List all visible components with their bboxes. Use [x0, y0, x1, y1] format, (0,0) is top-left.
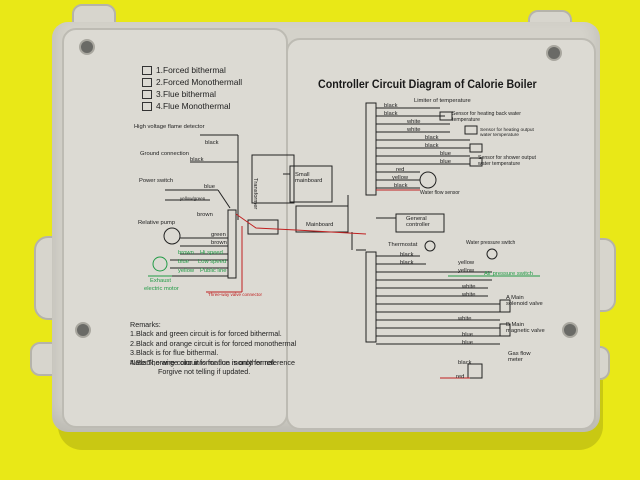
wire-label: yellow [458, 260, 475, 266]
wire-label: green [211, 232, 226, 238]
remarks-heading: Remarks: [130, 320, 161, 329]
wire-label: yellow/green [180, 196, 206, 201]
note: Note:The wire color information is only … [130, 358, 295, 377]
checkbox-icon [142, 77, 152, 87]
left-cover [62, 28, 288, 428]
right-cover [286, 38, 596, 430]
wire-label: blue [178, 259, 189, 265]
hi-speed-label: Hi speed [200, 250, 223, 256]
flame-detector-label: High voltage flame detector [134, 124, 205, 130]
wire-label: white [462, 284, 476, 290]
ground-label: Ground connection [140, 151, 189, 157]
wire-label: blue [204, 184, 215, 190]
b-main-valve-label: B Main magnetic valve [506, 322, 545, 334]
wire-label: brown [197, 212, 213, 218]
sensor-output-label: Sensor for heating output water temperat… [480, 128, 534, 138]
wire-label: black [384, 103, 398, 109]
limiter-label: Limiter of temperature [414, 98, 471, 104]
legend-item-label: 3.Flue bithermal [156, 89, 217, 99]
wire-label: white [458, 316, 472, 322]
wire-label: black [400, 252, 414, 258]
remarks: Remarks: 1.Black and green circuit is fo… [130, 320, 296, 367]
wire-label: black [384, 111, 398, 117]
a-main-valve-label: A Main solenoid valve [506, 295, 543, 307]
wire-label: white [407, 119, 421, 125]
wire-label: yellow [392, 175, 409, 181]
wire-label: brown [178, 250, 194, 256]
relative-pump-label: Relative pump [138, 220, 176, 226]
wire-label: blue [462, 332, 473, 338]
transformer-label: Transformer [252, 178, 258, 210]
wire-label: brown [211, 240, 227, 246]
power-switch-label: Power switch [139, 178, 174, 184]
sensor-shower-label: Sensor for shower output water temperatu… [478, 155, 536, 167]
screw-top-right [546, 45, 562, 61]
wire-label: black [400, 260, 414, 266]
wire-label: black [190, 157, 204, 163]
air-pressure-label: Air pressure switch [484, 271, 533, 277]
three-way-valve-label: Three-way valve connector [208, 292, 263, 297]
gas-meter-label: Gas flow meter [508, 351, 531, 363]
screw-bottom-left [75, 322, 91, 338]
screw-bottom-right [562, 322, 578, 338]
small-mainboard-label: Small mainboard [295, 172, 323, 184]
checkbox-icon [142, 101, 152, 111]
wire-label: black [425, 135, 439, 141]
legend-item-label: 1.Forced bithermal [156, 65, 226, 75]
wire-label: red [456, 374, 465, 380]
wire-label: yellow [458, 268, 475, 274]
legend-item-label: 4.Flue Monothermal [156, 101, 231, 111]
screw-top-left [79, 39, 95, 55]
remark-line: 4.Black,orange circuit is for flue monot… [130, 357, 276, 367]
wire-label: black [205, 140, 219, 146]
electric-motor-label: electric motor [144, 286, 179, 292]
legend: 1.Forced bithermal 2.Forced Monothermall… [142, 64, 242, 112]
wire-label: black [425, 143, 439, 149]
legend-item: 4.Flue Monothermal [142, 100, 242, 112]
remark-line: 1.Black and green circuit is for forced … [130, 329, 282, 339]
legend-item: 1.Forced bithermal [142, 64, 242, 76]
checkbox-icon [142, 89, 152, 99]
wire-label: blue [440, 159, 451, 165]
remark-line: 2.Black and orange circuit is for forced… [130, 338, 297, 348]
wire-label: white [462, 292, 476, 298]
wire-label: red [396, 167, 405, 173]
water-flow-label: Water flow sensor [420, 190, 460, 196]
exhaust-label: Exhaust [150, 278, 171, 284]
legend-item-label: 2.Forced Monothermall [156, 77, 243, 87]
wire-label: yellow [178, 268, 195, 274]
general-controller-label: General controller [406, 216, 430, 228]
public-line-label: Public line [200, 268, 227, 274]
legend-item: 3.Flue bithermal [142, 88, 242, 100]
note-line: Note:The wire color information is only … [130, 358, 295, 367]
water-pressure-label: Water pressure switch [466, 240, 516, 246]
thermostat-label: Thermostat [388, 242, 418, 248]
mainboard-label: Mainboard [306, 222, 334, 228]
sensor-back-label: Sensor for heating back water temperatur… [452, 111, 521, 123]
diagram-title: Controller Circuit Diagram of Calorie Bo… [318, 78, 537, 91]
wire-label: blue [440, 151, 451, 157]
wire-label: black [458, 360, 472, 366]
low-speed-label: Low speed [198, 259, 227, 265]
checkbox-icon [142, 65, 152, 75]
wire-label: blue [462, 340, 473, 346]
wire-label: black [394, 183, 408, 189]
wire-label: white [407, 127, 421, 133]
legend-item: 2.Forced Monothermall [142, 76, 242, 88]
note-line: Forgive not telling if updated. [158, 367, 251, 377]
remark-line: 3.Black is for flue bithermal. [130, 348, 219, 358]
